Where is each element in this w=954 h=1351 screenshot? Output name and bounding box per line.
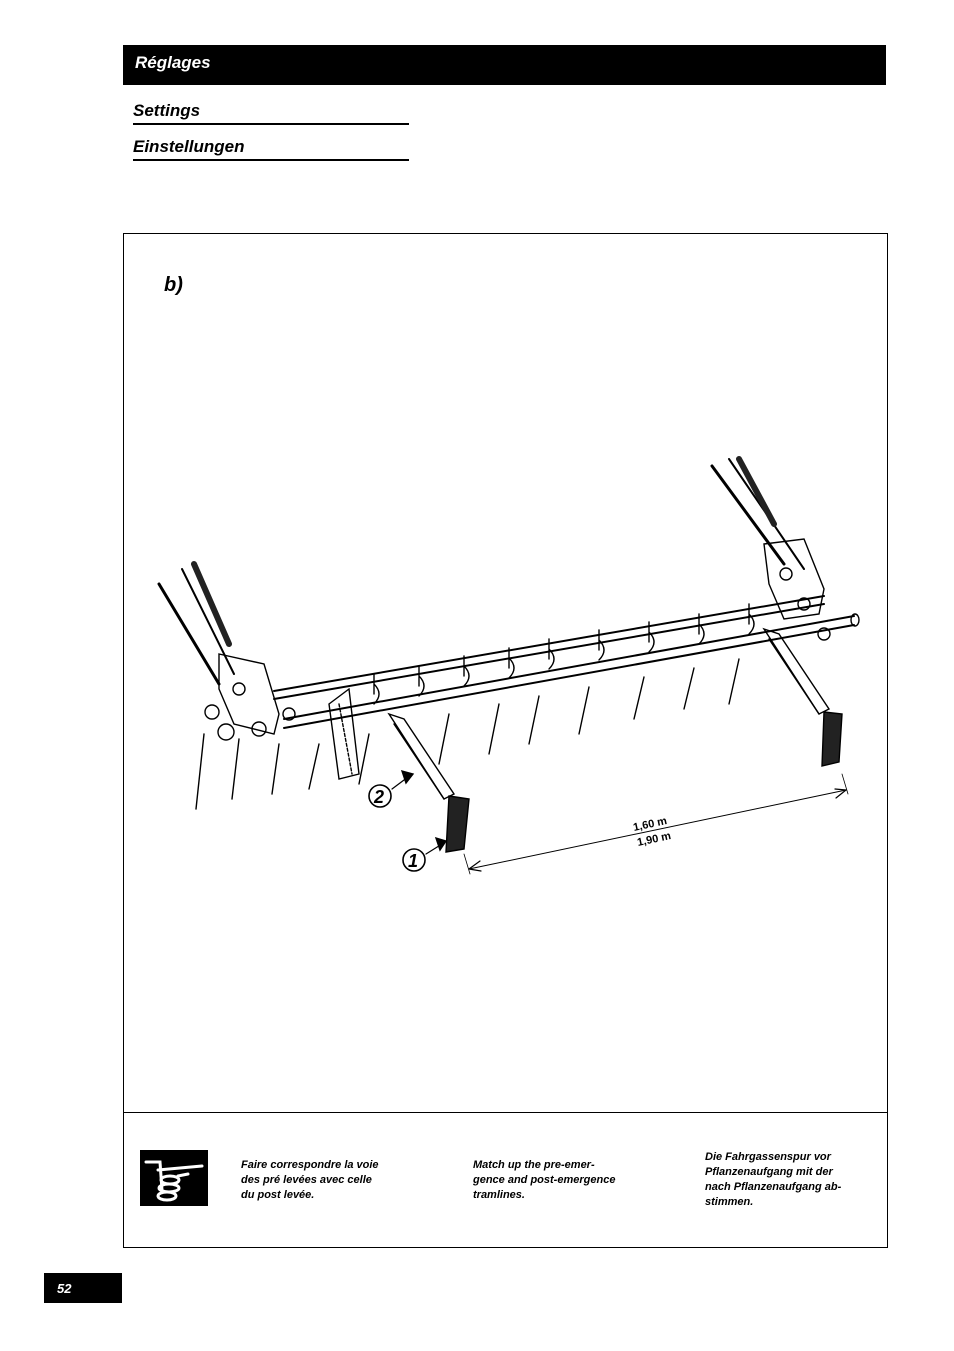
callout-1: 1 (408, 851, 418, 871)
subtitle-einstellungen: Einstellungen (133, 137, 409, 161)
note-english: Match up the pre-emer- gence and post-em… (473, 1159, 616, 1201)
page-title: Réglages (135, 53, 211, 72)
pointing-hand-icon (140, 1150, 208, 1206)
note-german: Die Fahrgassenspur vor Pflanzenaufgang m… (705, 1151, 842, 1208)
frame-divider (124, 1112, 887, 1113)
callout-2: 2 (373, 787, 384, 807)
figure-label: b) (164, 274, 183, 296)
header-bar: Réglages (123, 45, 886, 85)
harrow-illustration: 1 2 1,60 m 1,90 m (157, 456, 860, 875)
figure-frame: b) (123, 233, 888, 1248)
note-french: Faire correspondre la voie des pré levée… (241, 1159, 379, 1201)
subtitle-settings: Settings (133, 101, 409, 125)
page-number: 52 (44, 1273, 122, 1303)
